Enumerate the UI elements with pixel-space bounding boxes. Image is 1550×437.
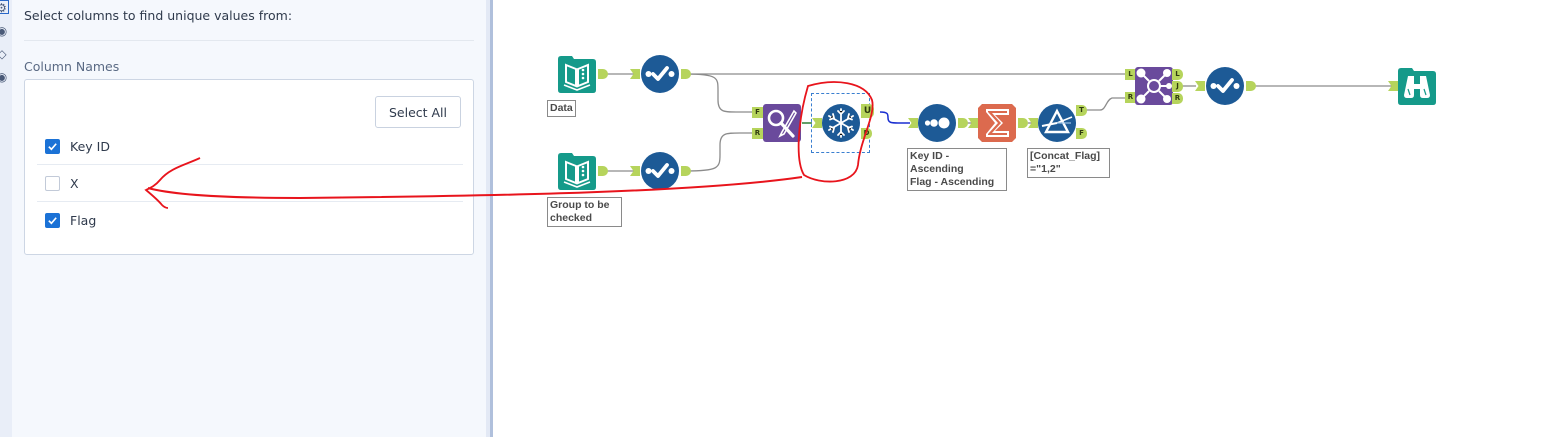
column-label: Key ID [70, 139, 110, 154]
gear-icon[interactable]: ⚙ [0, 0, 9, 15]
annotation-line: [Concat_Flag] [1030, 150, 1101, 162]
configuration-panel: Select columns to find unique values fro… [12, 0, 486, 437]
sort-tool[interactable] [918, 104, 956, 142]
input-anchor[interactable] [1028, 118, 1038, 128]
annotation-line: checked [550, 212, 593, 224]
join-icon [1135, 67, 1173, 105]
annotation-line: ="1,2" [1030, 163, 1061, 175]
input-anchor[interactable] [968, 118, 978, 128]
prism-icon [1038, 104, 1076, 142]
output-anchor[interactable] [958, 118, 968, 128]
panel-splitter[interactable] [490, 0, 493, 437]
select-tool-2[interactable] [641, 152, 679, 190]
select-tool-3[interactable] [1206, 67, 1244, 105]
panel-edge [486, 0, 490, 437]
find-replace-icon [763, 104, 801, 142]
browse-tool[interactable] [1398, 67, 1436, 105]
join-tool[interactable] [1135, 67, 1173, 105]
unique-anchor[interactable]: U [861, 104, 874, 118]
play-circle-icon[interactable]: ◉ [0, 24, 8, 38]
tool-annotation: [Concat_Flag] ="1,2" [1027, 148, 1110, 178]
book-icon [558, 153, 596, 190]
annotation-line: Ascending [910, 163, 964, 175]
true-anchor[interactable]: T [1076, 105, 1087, 116]
summarize-tool[interactable] [978, 104, 1016, 142]
column-label: X [70, 175, 79, 191]
false-anchor[interactable]: F [1076, 128, 1087, 139]
checkbox-checked[interactable] [45, 139, 60, 154]
find-replace-tool[interactable] [763, 104, 801, 142]
column-row-key-id[interactable]: Key ID [37, 128, 463, 165]
input-anchor[interactable] [1388, 81, 1398, 91]
filter-tool[interactable] [1038, 104, 1076, 142]
panel-description: Select columns to find unique values fro… [24, 8, 293, 23]
binoculars-icon [1398, 68, 1436, 105]
divider [24, 40, 474, 41]
config-icon-strip: ⚙ ◉ ◇ ◉ [0, 0, 12, 437]
select-all-button[interactable]: Select All [375, 96, 461, 128]
left-input-anchor[interactable]: L [1125, 69, 1136, 80]
sigma-icon [978, 104, 1016, 142]
annotation-line: Key ID - [910, 150, 950, 162]
column-names-label: Column Names [24, 59, 120, 74]
input-data-tool-group[interactable] [558, 152, 596, 190]
output-anchor[interactable] [598, 69, 608, 79]
output-anchor[interactable] [1246, 81, 1256, 91]
annotation-line: Flag - Ascending [910, 176, 995, 188]
right-input-anchor[interactable]: R [1125, 92, 1136, 103]
duplicate-anchor[interactable]: D [861, 128, 872, 139]
tag-icon[interactable]: ◇ [0, 47, 7, 61]
column-row-x[interactable]: X [37, 164, 463, 201]
output-anchor[interactable] [1018, 118, 1028, 128]
column-row-flag[interactable]: Flag [37, 201, 463, 238]
checkmark-icon [641, 152, 679, 190]
check-icon [48, 143, 57, 151]
right-output-anchor[interactable]: R [1172, 93, 1183, 104]
eye-icon[interactable]: ◉ [0, 70, 8, 84]
column-list: Select All Key ID X Flag [24, 79, 474, 255]
unique-tool[interactable] [822, 104, 860, 142]
dots-icon [918, 104, 956, 142]
checkmark-icon [641, 55, 679, 93]
checkbox-unchecked[interactable] [45, 175, 60, 191]
input-anchor[interactable] [1195, 81, 1205, 91]
input-anchor[interactable] [630, 166, 640, 176]
output-anchor[interactable] [681, 69, 691, 79]
input-anchor[interactable] [630, 69, 640, 79]
tool-annotation: Data [547, 100, 576, 117]
join-output-anchor[interactable]: J [1172, 81, 1183, 92]
snowflake-icon [822, 104, 860, 142]
annotation-line: Group to be [550, 199, 610, 211]
column-label: Flag [70, 212, 97, 228]
input-anchor[interactable] [908, 118, 918, 128]
checkbox-checked[interactable] [45, 212, 60, 228]
checkmark-icon [1206, 67, 1244, 105]
left-output-anchor[interactable]: L [1172, 69, 1183, 80]
check-icon [48, 216, 57, 224]
output-anchor[interactable] [681, 166, 691, 176]
input-data-tool-data[interactable] [558, 55, 596, 93]
find-anchor[interactable]: F [752, 107, 763, 118]
output-anchor[interactable] [598, 166, 608, 176]
book-icon [558, 56, 596, 93]
select-tool-1[interactable] [641, 55, 679, 93]
tool-annotation: Key ID - Ascending Flag - Ascending [907, 148, 1007, 191]
tool-annotation: Group to be checked [547, 197, 622, 227]
replace-anchor[interactable]: R [752, 128, 763, 139]
